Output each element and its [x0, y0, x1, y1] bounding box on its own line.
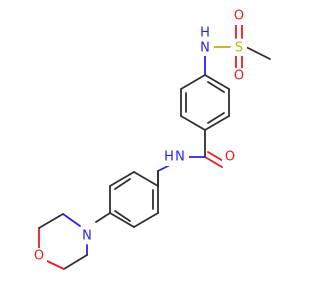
morpholine-bond-5: [38, 213, 64, 229]
sulfonamide-nitrogen-label: N: [200, 41, 210, 56]
sulfur-label: S: [235, 41, 243, 56]
ring1-double-1: [207, 81, 225, 93]
amide-nitrogen-label: N: [175, 150, 185, 165]
ring2-bond-2: [133, 212, 159, 228]
ring1-bond-1: [204, 74, 230, 90]
ring1-bond-6: [180, 74, 206, 90]
ring2-bond-6: [133, 171, 159, 187]
amide-hydrogen-label: H: [164, 150, 174, 165]
ring2-double-3: [114, 178, 131, 190]
atom-labels: N H S O O O H N N O: [31, 9, 247, 264]
ring1-bond-3: [204, 115, 230, 131]
morpholine-bond-2: [63, 254, 88, 270]
morpholine-bond-6: [62, 213, 81, 227]
ring1-bond-4: [180, 115, 206, 131]
ring1-double-2: [207, 112, 225, 124]
sulfonyl-oxygen-top-label: O: [234, 9, 244, 24]
ring2-bond-3: [109, 212, 135, 228]
bonds: [38, 21, 271, 270]
sulfonyl-oxygen-bottom-label: O: [234, 69, 244, 84]
sulfonamide-hydrogen-label: H: [200, 26, 210, 41]
morpholine-oxygen-label: O: [34, 249, 44, 264]
bond-carbonyl-oxygen-a: [204, 156, 223, 168]
ring2-double-2: [114, 210, 131, 222]
ring2-bond-5: [109, 171, 135, 187]
molecule-diagram: N H S O O O H N N O: [31, 8, 271, 270]
bond-methyl-sulfur: [245, 46, 271, 60]
amide-oxygen-label: O: [225, 150, 235, 165]
morpholine-nitrogen-label: N: [82, 229, 92, 244]
bond-ring2-morpholine-nitrogen: [95, 212, 111, 223]
morpholine-bond-3: [46, 260, 65, 270]
